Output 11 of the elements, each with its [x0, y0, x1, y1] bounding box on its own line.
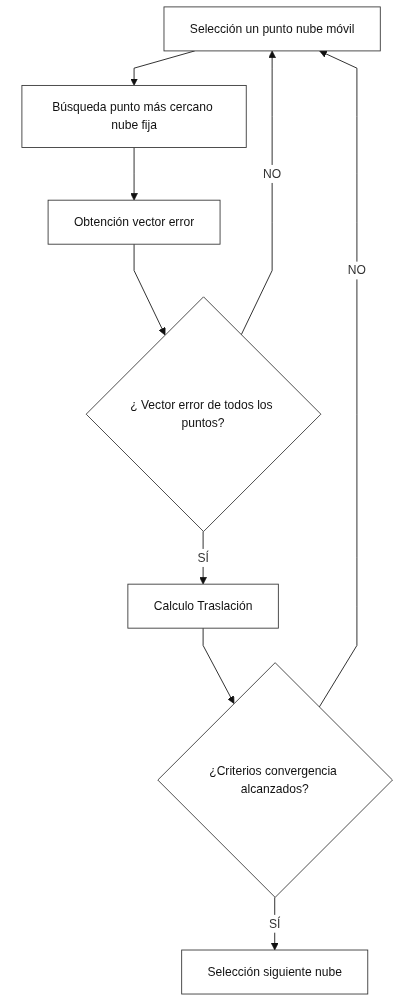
node-box: Calculo Traslación	[127, 583, 279, 629]
node-diamond: ¿Criterios convergencia alcanzados?	[157, 662, 393, 898]
edge-label: NO	[347, 263, 366, 277]
node-box: Selección un punto nube móvil	[163, 6, 381, 52]
node-box: Obtención vector error	[47, 199, 221, 245]
edge-label: SÍ	[197, 550, 209, 565]
edge-label: NO	[262, 166, 281, 181]
node-box: Búsqueda punto más cercano nube fija	[21, 85, 247, 148]
node-box: Selección siguiente nube	[181, 949, 368, 995]
edge-label: SÍ	[268, 916, 281, 931]
node-diamond: ¿ Vector error de todos los puntos?	[85, 296, 322, 532]
